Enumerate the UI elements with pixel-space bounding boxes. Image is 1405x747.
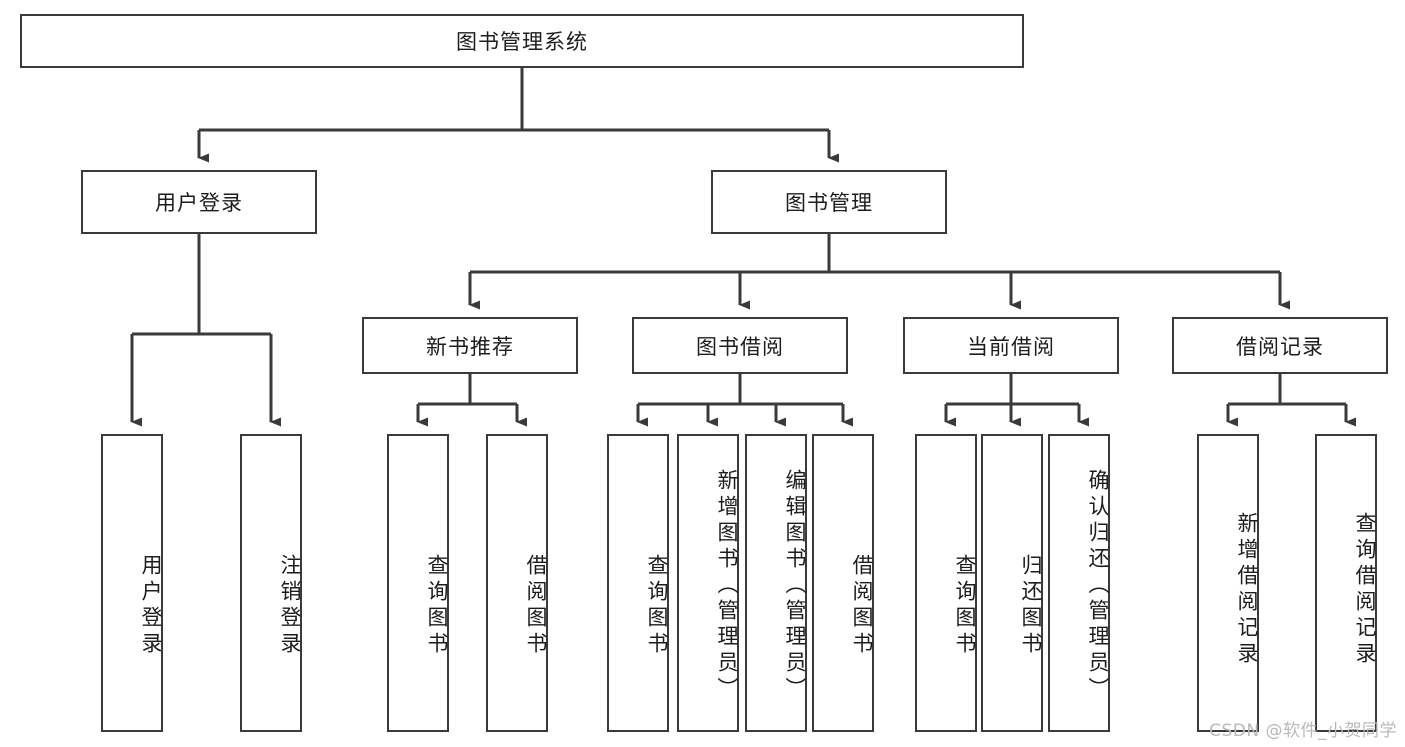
- node-book-manage[interactable]: 图书管理: [711, 170, 947, 234]
- node-book-borrow[interactable]: 图书借阅: [632, 317, 848, 374]
- leaf-borrow-book-recommend[interactable]: 借阅图书: [486, 434, 548, 732]
- leaf-user-login[interactable]: 用户登录: [101, 434, 163, 732]
- leaf-user-logout[interactable]: 注销登录: [240, 434, 302, 732]
- node-root-system[interactable]: 图书管理系统: [20, 14, 1024, 68]
- leaf-confirm-return-admin[interactable]: 确认归还（管理员）: [1048, 434, 1110, 732]
- leaf-add-book-admin[interactable]: 新增图书（管理员）: [677, 434, 739, 732]
- leaf-query-book-current[interactable]: 查询图书: [915, 434, 977, 732]
- leaf-borrow-book[interactable]: 借阅图书: [812, 434, 874, 732]
- leaf-query-book-borrow[interactable]: 查询图书: [607, 434, 669, 732]
- leaf-return-book[interactable]: 归还图书: [981, 434, 1043, 732]
- leaf-edit-book-admin[interactable]: 编辑图书（管理员）: [745, 434, 807, 732]
- node-borrow-record[interactable]: 借阅记录: [1172, 317, 1388, 374]
- leaf-query-borrow-record[interactable]: 查询借阅记录: [1315, 434, 1377, 732]
- leaf-add-borrow-record[interactable]: 新增借阅记录: [1197, 434, 1259, 732]
- node-current-borrow[interactable]: 当前借阅: [903, 317, 1119, 374]
- node-user-login[interactable]: 用户登录: [81, 170, 317, 234]
- leaf-query-book-recommend[interactable]: 查询图书: [387, 434, 449, 732]
- node-new-book-recommend[interactable]: 新书推荐: [362, 317, 578, 374]
- csdn-watermark: CSDN @软件_小贺同学: [1209, 721, 1397, 741]
